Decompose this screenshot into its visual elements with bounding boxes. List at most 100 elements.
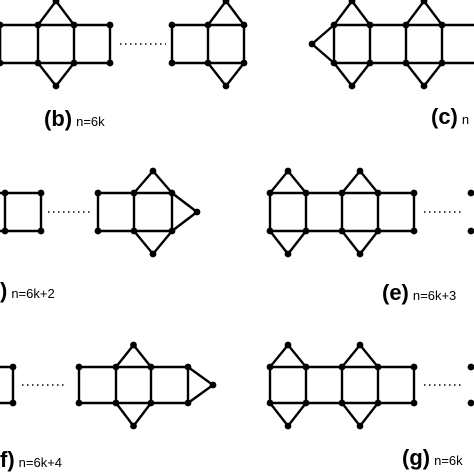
graph-vertex [184, 363, 192, 371]
graph-edge [132, 169, 155, 195]
graph-vertex [338, 227, 346, 235]
caption-letter: (g) [402, 445, 431, 470]
graph-vertex [168, 189, 176, 197]
graph-vertex [410, 399, 418, 407]
graph-vertex [94, 189, 102, 197]
graph-vertex [467, 399, 474, 407]
graph-vertex [168, 21, 176, 29]
graph-vertex [308, 40, 316, 48]
graph-vertex [366, 21, 374, 29]
graph-vertex [106, 21, 114, 29]
graph-edge [151, 169, 174, 195]
graph-vertex [302, 227, 310, 235]
graph-vertex [366, 59, 374, 67]
graph-vertex [266, 189, 274, 197]
caption-e: (e)n=6k+3 [382, 280, 456, 306]
graph-vertex [184, 399, 192, 407]
caption-c: (c)n [431, 104, 469, 130]
graph-vertex [9, 399, 17, 407]
graph-edge [286, 343, 308, 369]
graph-vertex [1, 189, 9, 197]
graph-vertex [0, 59, 4, 67]
graph-vertex [52, 82, 60, 90]
graph-edge [340, 229, 362, 256]
graph-vertex [302, 399, 310, 407]
graph-vertex [338, 363, 346, 371]
caption-letter: ) [0, 278, 8, 303]
graph-edge [224, 61, 246, 88]
graph-edge [268, 169, 290, 195]
caption-formula: n [461, 112, 470, 127]
graph-edge [310, 23, 336, 46]
caption-formula: n=6k+3 [412, 288, 457, 303]
graph-vertex [467, 189, 474, 197]
graph-edge [286, 401, 308, 428]
graph-vertex [266, 227, 274, 235]
graph-edge [206, 61, 228, 88]
graph-vertex [338, 189, 346, 197]
graph-vertex [284, 341, 292, 349]
graph-vertex [9, 363, 17, 371]
graph-vertex [147, 363, 155, 371]
caption-d: )n=6k+2 [0, 278, 55, 304]
graph-edge [224, 0, 246, 27]
caption-formula: n=6k [434, 453, 463, 468]
graph-edge [358, 229, 380, 256]
graph-edge [132, 401, 153, 428]
graph-vertex [410, 363, 418, 371]
caption-formula: n=6k [76, 114, 105, 129]
graph-vertex [374, 399, 382, 407]
graph-vertex [147, 399, 155, 407]
caption-b: (b)n=6k [44, 106, 105, 132]
graph-vertex [0, 21, 4, 29]
graph-vertex [410, 189, 418, 197]
graph-vertex [106, 59, 114, 67]
graph-vertex [112, 363, 120, 371]
graph-vertex [168, 227, 176, 235]
graph-vertex [130, 227, 138, 235]
graph-vertex [302, 363, 310, 371]
ellipsis-layer [22, 43, 462, 386]
graph-edge [286, 229, 308, 256]
graph-vertex [52, 0, 60, 5]
graph-vertex [149, 167, 157, 175]
graph-edge [332, 0, 354, 27]
graph-edge [186, 365, 215, 387]
caption-letter: (b) [44, 106, 73, 131]
graph-vertex [438, 21, 446, 29]
graph-edge [36, 61, 58, 88]
graph-edge [170, 191, 199, 214]
graph-edge [358, 169, 380, 195]
graph-vertex [168, 59, 176, 67]
graph-vertex [410, 227, 418, 235]
graph-vertex [338, 399, 346, 407]
graph-vertex [75, 399, 83, 407]
graph-vertex [420, 0, 428, 5]
graph-edge [332, 61, 354, 88]
caption-letter: (c) [431, 104, 458, 129]
graph-vertex [302, 189, 310, 197]
graph-vertex [356, 422, 364, 430]
graph-edge [186, 383, 215, 405]
graph-edge [268, 229, 290, 256]
graph-vertex [1, 227, 9, 235]
graph-vertex [193, 208, 201, 216]
graph-edge [358, 401, 380, 428]
graph-edge [268, 401, 290, 428]
graph-vertex [204, 59, 212, 67]
graph-vertex [222, 82, 230, 90]
graph-edge [54, 0, 76, 27]
graph-edge [404, 61, 426, 88]
edge-layer [0, 0, 474, 428]
graph-vertex [284, 167, 292, 175]
graph-vertex [240, 59, 248, 67]
graph-vertex [420, 82, 428, 90]
graph-edge [422, 61, 444, 88]
graph-edge [286, 169, 308, 195]
caption-letter: f) [0, 447, 15, 472]
graph-vertex [34, 59, 42, 67]
graph-vertex [130, 189, 138, 197]
graph-vertex [130, 341, 137, 349]
graph-edge [350, 0, 372, 27]
graph-vertex [112, 399, 120, 407]
